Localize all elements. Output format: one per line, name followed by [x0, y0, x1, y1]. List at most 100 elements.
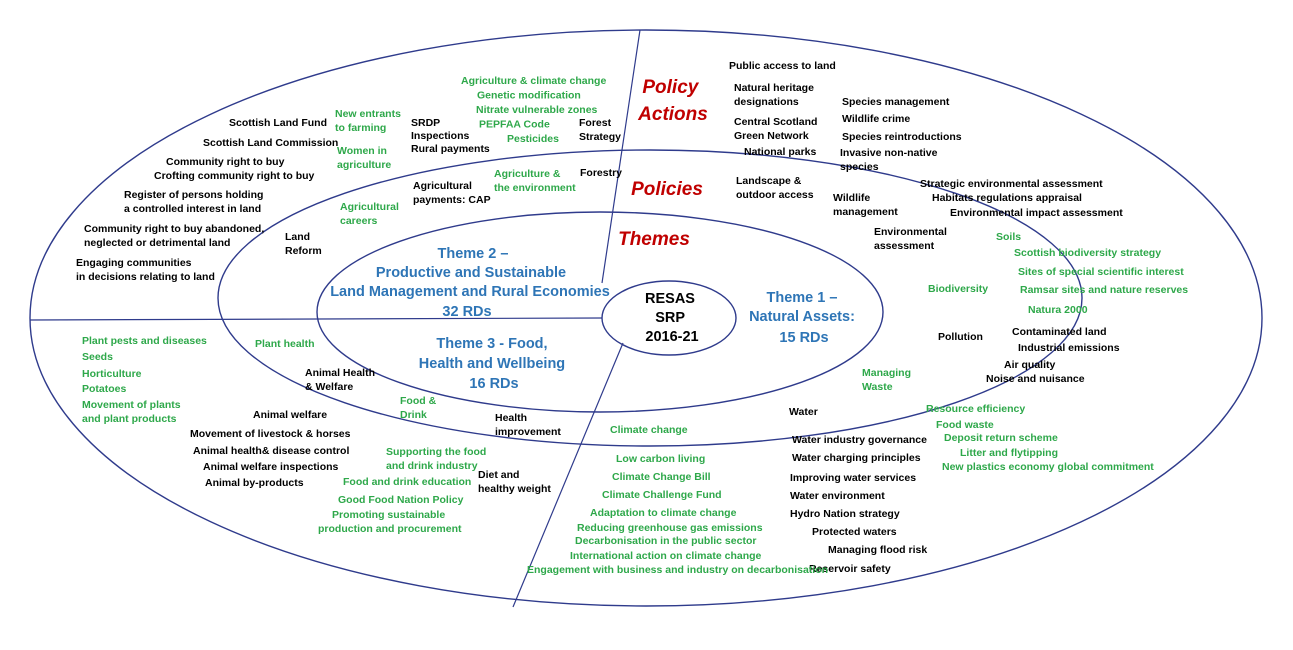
divider-bottom	[512, 342, 624, 608]
label-land-commission-line: Scottish Land Commission	[203, 137, 338, 149]
label-climate-bill: Climate Change Bill	[612, 471, 711, 483]
label-water-services-line: Improving water services	[790, 472, 916, 484]
label-diet-line: healthy weight	[478, 483, 551, 495]
label-air-quality-line: Air quality	[1004, 359, 1056, 371]
label-water-charging-line: Water charging principles	[792, 452, 921, 464]
label-agri-environment-line: Agriculture &	[494, 168, 561, 180]
label-food-drink-line: Drink	[400, 409, 427, 421]
label-register-line: Register of persons holding	[124, 189, 263, 201]
label-climate-fund-line: Climate Challenge Fund	[602, 489, 722, 501]
label-noise: Noise and nuisance	[986, 373, 1085, 385]
label-deposit-return: Deposit return scheme	[944, 432, 1058, 444]
label-land-reform-line: Land	[285, 231, 310, 243]
label-land-reform-line: Reform	[285, 245, 322, 257]
label-wildlife-management-line: Wildlife	[833, 192, 870, 204]
label-animal-disease: Animal health& disease control	[193, 445, 349, 457]
label-biodiversity-strategy: Scottish biodiversity strategy	[1014, 247, 1161, 259]
label-new-entrants-line: New entrants	[335, 108, 401, 120]
label-animal-disease-line: Animal health& disease control	[193, 445, 349, 457]
label-resource-efficiency-line: Resource efficiency	[926, 403, 1025, 415]
label-flood-risk: Managing flood risk	[828, 544, 927, 556]
label-protected-waters-line: Protected waters	[812, 526, 897, 538]
label-srdp-line: Inspections	[411, 130, 470, 142]
outer-ring-policy-actions	[29, 29, 1263, 607]
middle-ring-policies	[217, 149, 1083, 447]
label-agricultural-careers-line: Agricultural	[340, 201, 399, 213]
label-climate-bill-line: Climate Change Bill	[612, 471, 711, 483]
label-reservoir-safety-line: Reservoir safety	[809, 563, 891, 575]
label-land-fund: Scottish Land Fund	[229, 117, 327, 129]
label-plant-health-line: Plant health	[255, 338, 315, 350]
label-species-reintroductions-line: Species reintroductions	[842, 131, 962, 143]
ring-title-policy-actions: Policy Actions	[637, 77, 708, 125]
label-sustainable-production-line: Promoting sustainable	[332, 509, 445, 521]
label-wildlife-management-line: management	[833, 206, 898, 218]
label-horticulture-line: Horticulture	[82, 368, 142, 380]
label-food-education-line: Food and drink education	[343, 476, 471, 488]
label-potatoes-line: Potatoes	[82, 383, 127, 395]
label-habitats: Habitats regulations appraisal	[932, 192, 1082, 204]
label-health-improvement-line: Health	[495, 412, 527, 424]
label-agri-environment-line: the environment	[494, 182, 576, 194]
label-eia: Environmental impact assessment	[950, 207, 1123, 219]
label-industrial-emissions-line: Industrial emissions	[1018, 342, 1120, 354]
label-low-carbon-line: Low carbon living	[616, 453, 705, 465]
label-animal-byproducts-line: Animal by-products	[205, 477, 304, 489]
label-climate-fund: Climate Challenge Fund	[602, 489, 722, 501]
label-protected-waters: Protected waters	[812, 526, 897, 538]
label-low-carbon: Low carbon living	[616, 453, 705, 465]
label-animal-byproducts: Animal by-products	[205, 477, 304, 489]
label-adaptation-line: Adaptation to climate change	[590, 507, 737, 519]
label-food-drink: Food &Drink	[400, 395, 437, 421]
label-noise-line: Noise and nuisance	[986, 373, 1085, 385]
label-managing-waste-line: Waste	[862, 381, 893, 393]
label-horticulture: Horticulture	[82, 368, 142, 380]
label-welfare-inspections: Animal welfare inspections	[203, 461, 339, 473]
label-eia-line: Environmental impact assessment	[950, 207, 1123, 219]
label-sustainable-production: Promoting sustainable production and proc…	[318, 509, 462, 535]
label-engagement-business-line: Engagement with business and industry on…	[527, 564, 828, 576]
label-water: Water	[789, 406, 818, 418]
label-plant-pests: Plant pests and diseases	[82, 335, 207, 347]
label-international-line: International action on climate change	[570, 550, 762, 562]
label-potatoes: Potatoes	[82, 383, 127, 395]
label-wildlife-crime-line: Wildlife crime	[842, 113, 910, 125]
label-land-fund-line: Scottish Land Fund	[229, 117, 327, 129]
label-decarbonisation-public-line: Decarbonisation in the public sector	[575, 535, 756, 547]
label-biodiversity-strategy-line: Scottish biodiversity strategy	[1014, 247, 1161, 259]
label-sea-line: Strategic environmental assessment	[920, 178, 1103, 190]
label-natural-heritage-line: Natural heritage	[734, 82, 814, 94]
label-community-abandoned: Community right to buy abandoned,neglect…	[84, 223, 264, 249]
label-welfare-inspections-line: Animal welfare inspections	[203, 461, 339, 473]
label-water-charging: Water charging principles	[792, 452, 921, 464]
label-sustainable-production-line: production and procurement	[318, 523, 462, 535]
label-national-parks-line: National parks	[744, 146, 817, 158]
label-engaging-communities-line: in decisions relating to land	[76, 271, 215, 283]
label-community-abandoned-line: neglected or detrimental land	[84, 237, 230, 249]
label-engagement-business: Engagement with business and industry on…	[527, 564, 828, 576]
label-agri-climate-line: PEPFAA Code	[479, 119, 550, 131]
label-movement-plants-line: Movement of plants	[82, 399, 181, 411]
label-water-environment: Water environment	[790, 490, 885, 502]
label-supporting-food-line: Supporting the food	[386, 446, 486, 458]
label-water-line: Water	[789, 406, 818, 418]
label-species-reintroductions: Species reintroductions	[842, 131, 962, 143]
label-biodiversity-line: Biodiversity	[928, 283, 988, 295]
label-water-governance: Water industry governance	[792, 434, 927, 446]
label-industrial-emissions: Industrial emissions	[1018, 342, 1120, 354]
label-invasive-species-line: species	[840, 161, 879, 173]
ring-title-policies: Policies	[631, 179, 703, 200]
label-water-services: Improving water services	[790, 472, 916, 484]
label-community-buy-line: Community right to buy	[166, 156, 285, 168]
